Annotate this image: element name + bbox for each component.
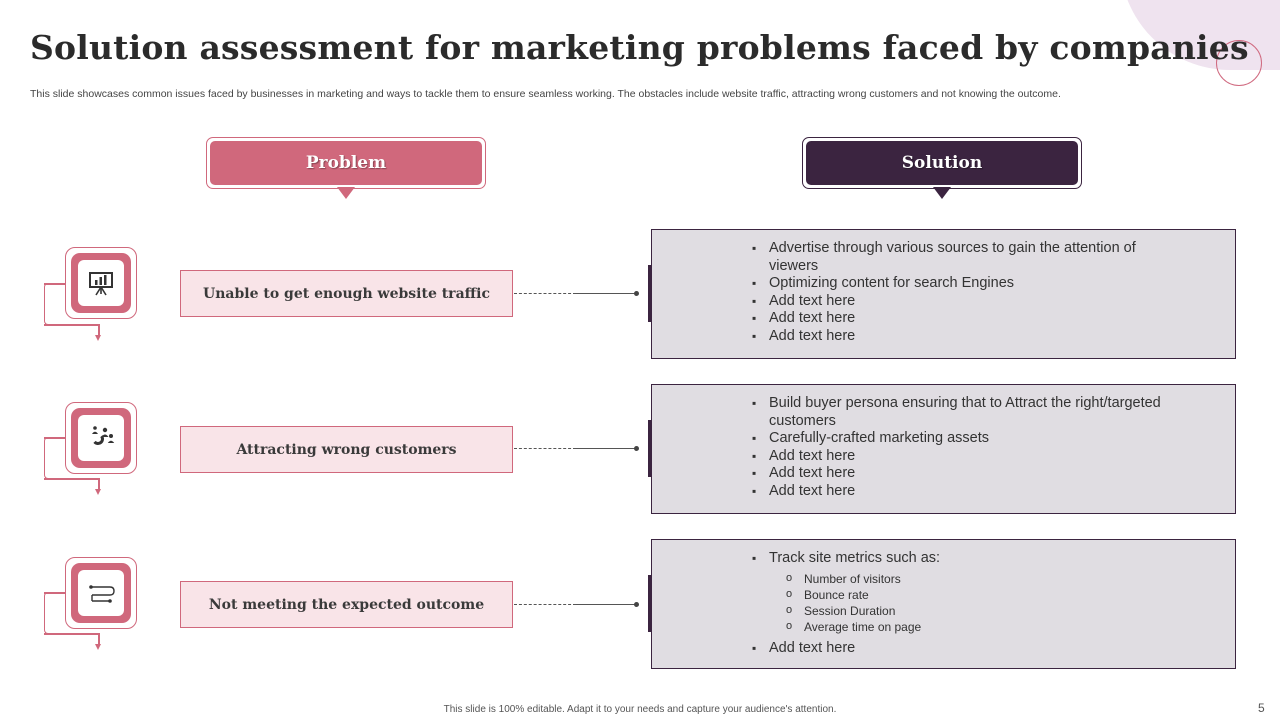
row-3-arrow xyxy=(95,644,101,650)
flow-path-icon xyxy=(78,570,124,616)
solution-list-1: Advertise through various sources to gai… xyxy=(752,240,1215,345)
list-item: Add text here xyxy=(752,310,1215,328)
list-item: Build buyer persona ensuring that to Att… xyxy=(752,395,1172,430)
row-2-connector-solid xyxy=(576,448,636,449)
row-2-accent-bar xyxy=(648,420,652,477)
row-2-bracket-tail xyxy=(98,478,100,490)
row-3-connector-dashed xyxy=(514,604,576,605)
row-1-bracket-bottom xyxy=(44,324,99,326)
slide-subtitle: This slide showcases common issues faced… xyxy=(30,88,1061,100)
list-item: Add text here xyxy=(752,328,1215,346)
decorative-ring xyxy=(1216,40,1262,86)
problem-header: Problem xyxy=(206,137,486,189)
list-item: Add text here xyxy=(752,483,1215,501)
solution-list-3: Track site metrics such as: Number of vi… xyxy=(752,550,1215,657)
problem-header-label: Problem xyxy=(210,141,482,185)
list-item: Track site metrics such as: xyxy=(752,550,1215,568)
row-3-accent-bar xyxy=(648,575,652,632)
solution-box-3: Track site metrics such as: Number of vi… xyxy=(651,539,1236,669)
sub-list-item: Session Duration xyxy=(752,602,1215,619)
row-3-bracket-top xyxy=(44,592,66,594)
row-3-connector-solid xyxy=(576,604,636,605)
row-3-bracket-bottom xyxy=(44,633,99,635)
row-2-connector-dashed xyxy=(514,448,576,449)
problem-header-pointer xyxy=(337,187,355,199)
problem-box-2: Attracting wrong customers xyxy=(180,426,513,473)
list-item: Add text here xyxy=(752,465,1215,483)
row-1-connector-dot xyxy=(634,291,639,296)
row-2-connector-dot xyxy=(634,446,639,451)
list-item: Add text here xyxy=(752,448,1215,466)
solution-header: Solution xyxy=(802,137,1082,189)
list-item: Optimizing content for search Engines xyxy=(752,275,1215,293)
solution-header-pointer xyxy=(933,187,951,199)
solution-list-2: Build buyer persona ensuring that to Att… xyxy=(752,395,1215,500)
problem-box-3: Not meeting the expected outcome xyxy=(180,581,513,628)
sub-list-item: Bounce rate xyxy=(752,586,1215,603)
list-item: Advertise through various sources to gai… xyxy=(752,240,1172,275)
sub-list-item: Number of visitors xyxy=(752,570,1215,587)
row-2-bracket-bottom xyxy=(44,478,99,480)
row-3-icon-frame xyxy=(65,557,137,629)
row-1-bracket-tail xyxy=(98,324,100,336)
magnet-people-icon xyxy=(78,415,124,461)
row-2-bracket-top xyxy=(44,437,66,439)
sub-list-item: Average time on page xyxy=(752,618,1215,635)
row-1-bracket-top xyxy=(44,283,66,285)
row-1-connector-dashed xyxy=(514,293,576,294)
row-1-icon-frame xyxy=(65,247,137,319)
row-1-connector-solid xyxy=(576,293,636,294)
solution-header-label: Solution xyxy=(806,141,1078,185)
footer-note: This slide is 100% editable. Adapt it to… xyxy=(443,704,837,715)
slide-title: Solution assessment for marketing proble… xyxy=(30,28,1249,67)
row-1-accent-bar xyxy=(648,265,652,322)
row-1-arrow xyxy=(95,335,101,341)
row-2-arrow xyxy=(95,489,101,495)
problem-box-1: Unable to get enough website traffic xyxy=(180,270,513,317)
list-item: Add text here xyxy=(752,640,1215,658)
page-number: 5 xyxy=(1258,701,1265,715)
row-3-connector-dot xyxy=(634,602,639,607)
list-item: Add text here xyxy=(752,293,1215,311)
row-2-icon-frame xyxy=(65,402,137,474)
solution-box-1: Advertise through various sources to gai… xyxy=(651,229,1236,359)
presentation-board-icon xyxy=(78,260,124,306)
row-3-bracket-tail xyxy=(98,633,100,645)
list-item: Carefully-crafted marketing assets xyxy=(752,430,1215,448)
solution-box-2: Build buyer persona ensuring that to Att… xyxy=(651,384,1236,514)
